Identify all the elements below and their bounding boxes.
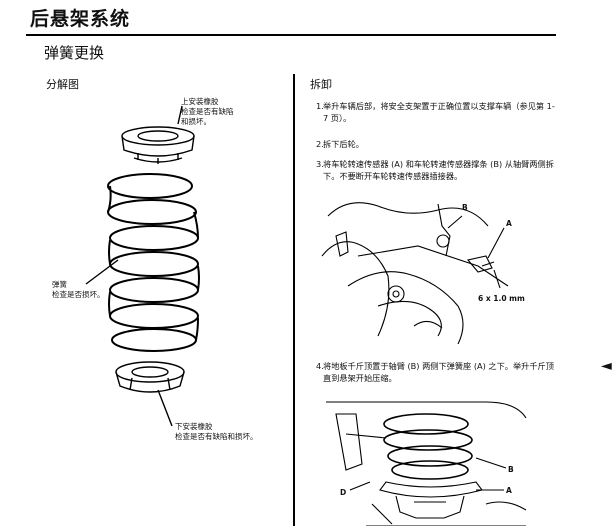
step-2: 2. 拆下后轮。	[316, 138, 556, 150]
step-1: 1. 举升车辆后部，将安全支架置于正确位置以支撑车辆（参见第 1-7 页）。	[316, 100, 556, 124]
lower-mount-rubber	[115, 361, 185, 393]
step-4: 4. 将地板千斤顶置于轴臂 (B) 两侧下弹簧座 (A) 之下。举升千斤顶直到悬…	[316, 360, 556, 384]
fig2-d-leader	[349, 481, 371, 491]
title-rule	[26, 34, 556, 36]
spring-callout-line-1: 弹簧	[52, 280, 67, 289]
section-subtitle: 弹簧更换	[44, 44, 105, 62]
step-3-number: 3.	[316, 159, 324, 169]
step-2-text: 拆下后轮。	[323, 139, 364, 149]
bolt-leader	[493, 269, 501, 289]
spring-callout: 弹簧 检查是否损坏。	[52, 280, 105, 300]
lower-mount-leader	[157, 389, 173, 427]
spring-leader	[85, 259, 119, 285]
coil-spring	[107, 173, 200, 352]
spring-callout-line-2: 检查是否损坏。	[52, 290, 105, 299]
step-4-text: 将地板千斤顶置于轴臂 (B) 两侧下弹簧座 (A) 之下。举升千斤顶直到悬架开始…	[323, 361, 554, 383]
upper-mount-callout-line-3: 和损坏。	[181, 117, 211, 126]
margin-change-marker: ◄	[601, 358, 612, 374]
lower-mount-callout-line-1: 下安装橡胶	[175, 422, 213, 431]
exploded-view-heading: 分解图	[46, 78, 79, 91]
step-3-text: 将车轮转速传感器 (A) 和车轮转速传感器撑条 (B) 从轴臂两侧拆下。不要断开…	[323, 159, 554, 181]
removal-heading: 拆卸	[310, 78, 332, 91]
step-1-text: 举升车辆后部，将安全支架置于正确位置以支撑车辆（参见第 1-7 页）。	[323, 101, 555, 123]
lower-mount-callout: 下安装橡胶 检查是否有缺陷和损坏。	[175, 422, 258, 442]
fig1-label-b: B	[462, 203, 468, 212]
fig2-b-leader	[475, 457, 507, 469]
column-divider	[293, 74, 295, 526]
page-title: 后悬架系统	[30, 8, 131, 30]
upper-mount-callout-line-1: 上安装橡胶	[181, 97, 219, 106]
step-4-number: 4.	[316, 361, 324, 371]
spring-exploded-drawing	[85, 105, 200, 427]
fig2-label-d: D	[340, 488, 347, 497]
upper-mount-callout-line-2: 检查是否有缺陷	[181, 107, 234, 116]
upper-mount-callout: 上安装橡胶 检查是否有缺陷 和损坏。	[181, 97, 234, 127]
step-3: 3. 将车轮转速传感器 (A) 和车轮转速传感器撑条 (B) 从轴臂两侧拆下。不…	[316, 158, 556, 182]
upper-mount-leader	[177, 105, 183, 125]
fig2-label-a: A	[506, 486, 512, 495]
step-1-number: 1.	[316, 101, 324, 111]
upper-mount-rubber	[121, 126, 195, 164]
b-leader	[447, 215, 463, 229]
fig2-label-b: B	[508, 465, 514, 474]
lower-mount-callout-line-2: 检查是否有缺陷和损坏。	[175, 432, 258, 441]
fig1-bolt-size: 6 x 1.0 mm	[478, 294, 525, 303]
jack-spring	[383, 413, 473, 480]
jack-placement-drawing	[326, 401, 527, 526]
a-leader	[487, 227, 505, 259]
sensor-removal-drawing	[321, 202, 509, 344]
step-2-number: 2.	[316, 139, 324, 149]
fig1-label-a: A	[506, 219, 512, 228]
